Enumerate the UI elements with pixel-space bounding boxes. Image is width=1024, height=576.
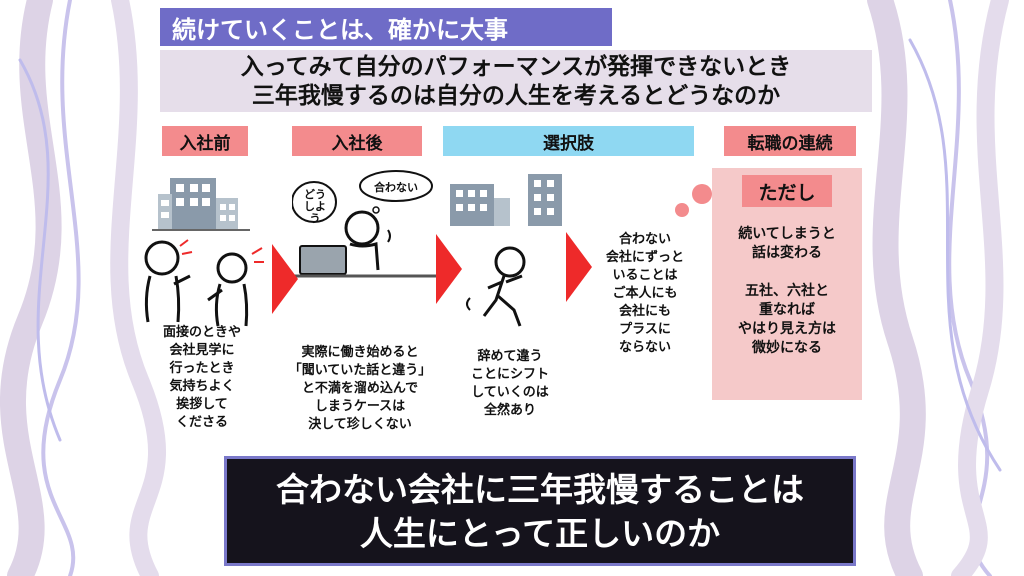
greeting-people-icon: [144, 239, 264, 327]
header-options: 選択肢: [443, 126, 694, 156]
text-line: 決して珍しくない: [308, 417, 412, 432]
text-line: 会社にずっと: [605, 250, 685, 265]
worried-worker-icon: [292, 170, 442, 278]
thought-bubble-what-to-do: どう しよう: [300, 189, 330, 225]
text-line: しまうケースは: [314, 399, 406, 414]
text-line: やはり見え方は: [738, 321, 836, 337]
text-line: 会社にも: [618, 304, 671, 319]
text-line: 気持ちよく: [169, 379, 235, 394]
text-line: ことにシフト: [470, 367, 549, 382]
conclusion-line: 合わない会社に三年我慢することは: [276, 470, 804, 509]
text-line: 全然あり: [483, 403, 536, 418]
conclusion-line: 人生にとって正しいのか: [359, 514, 721, 553]
slide-title: 続けていくことは、確かに大事: [160, 8, 612, 46]
column-options-text: 辞めて違う ことにシフト していくのは 全然あり: [450, 348, 570, 420]
slide-subtitle: 入ってみて自分のパフォーマンスが発揮できないとき 三年我慢するのは自分の人生を考…: [160, 50, 872, 112]
header-after-joining: 入社後: [292, 126, 422, 156]
buildings-runner-icon: [450, 174, 562, 327]
text-line: 会社見学に: [169, 343, 235, 358]
spacer: [712, 263, 862, 282]
bubble-text: どう: [304, 188, 326, 201]
text-line: と不満を溜め込んで: [301, 381, 419, 396]
text-line: 辞めて違う: [477, 349, 543, 364]
text-line: 五社、六社と: [745, 283, 829, 299]
text-line: 挨拶して: [176, 397, 228, 412]
column-before-text: 面接のときや 会社見学に 行ったとき 気持ちよく 挨拶して くださる: [138, 324, 266, 432]
text-line: 実際に働き始めると: [301, 345, 419, 360]
arrow-right-icon: [566, 232, 592, 302]
text-line: くださる: [175, 415, 228, 430]
thought-dots-icon: [675, 184, 712, 217]
caveat-tag: ただし: [742, 175, 832, 207]
subtitle-line: 三年我慢するのは自分の人生を考えるとどうなのか: [251, 83, 781, 109]
subtitle-line: 入ってみて自分のパフォーマンスが発揮できないとき: [240, 54, 792, 80]
arrow-right-icon: [272, 244, 298, 314]
arrow-right-icon: [436, 234, 462, 304]
text-line: 合わない: [618, 232, 671, 247]
text-line: 微妙になる: [752, 340, 822, 356]
text-line: いることは: [612, 268, 678, 283]
text-line: 「聞いていた話と違う」: [288, 363, 432, 378]
text-line: プラスに: [619, 322, 671, 337]
bubble-text: しよう: [304, 200, 326, 225]
column-after-text: 実際に働き始めると 「聞いていた話と違う」 と不満を溜め込んで しまうケースは …: [278, 344, 442, 434]
text-line: ご本人にも: [612, 286, 678, 301]
building-icon: [152, 178, 250, 231]
conclusion-banner: 合わない会社に三年我慢することは 人生にとって正しいのか: [224, 456, 856, 566]
text-line: 重なれば: [759, 302, 815, 318]
header-job-hopping: 転職の連続: [724, 126, 856, 156]
text-line: 面接のときや: [162, 325, 241, 340]
text-line: ならない: [618, 340, 671, 355]
text-line: 行ったとき: [169, 361, 235, 376]
thought-bubble-not-fit: 合わない: [374, 181, 418, 194]
text-line: していくのは: [471, 385, 549, 400]
caveat-text: 続いてしまうと 話は変わる 五社、六社と 重なれば やはり見え方は 微妙になる: [712, 225, 862, 358]
column-options-side-text: 合わない 会社にずっと いることは ご本人にも 会社にも プラスに ならない: [590, 231, 700, 357]
text-line: 続いてしまうと: [738, 226, 836, 242]
text-line: 話は変わる: [752, 245, 822, 261]
header-before-joining: 入社前: [162, 126, 248, 156]
